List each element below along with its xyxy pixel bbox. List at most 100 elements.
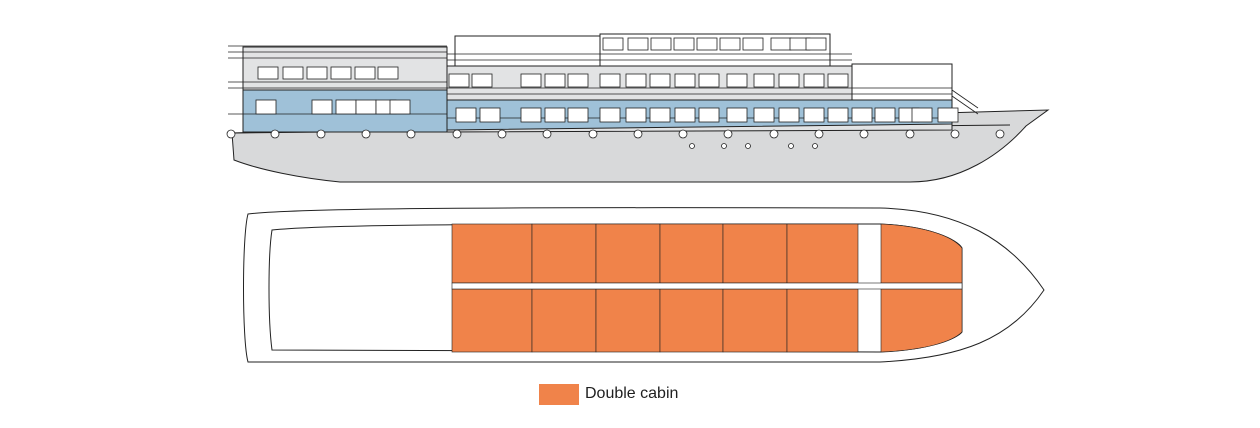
- side-window: [330, 66, 352, 80]
- porthole: [678, 129, 688, 139]
- legend-label-double-cabin: Double cabin: [585, 385, 679, 402]
- porthole: [689, 143, 695, 149]
- porthole: [721, 143, 727, 149]
- side-window: [377, 66, 399, 80]
- porthole: [814, 129, 824, 139]
- side-window: [778, 73, 800, 88]
- side-window: [726, 73, 748, 88]
- double-cabin: [451, 288, 533, 353]
- side-window: [650, 37, 672, 51]
- side-window: [471, 73, 493, 88]
- side-window: [255, 99, 277, 115]
- porthole: [542, 129, 552, 139]
- porthole: [905, 129, 915, 139]
- bridge: [851, 63, 953, 101]
- side-window: [625, 73, 647, 88]
- double-cabin: [595, 288, 661, 353]
- side-window: [599, 107, 621, 123]
- double-cabin: [531, 223, 597, 284]
- side-window: [803, 73, 825, 88]
- porthole: [745, 143, 751, 149]
- double-cabin: [722, 288, 788, 353]
- side-window: [455, 107, 477, 123]
- double-cabin: [880, 223, 963, 284]
- porthole: [950, 129, 960, 139]
- side-window: [726, 107, 748, 123]
- side-window: [698, 107, 720, 123]
- side-window: [719, 37, 741, 51]
- side-window: [673, 37, 695, 51]
- side-window: [282, 66, 304, 80]
- porthole: [361, 129, 371, 139]
- side-window: [742, 37, 764, 51]
- side-window: [674, 73, 696, 88]
- porthole: [812, 143, 818, 149]
- side-windows: [255, 37, 959, 123]
- double-cabin: [722, 223, 788, 284]
- side-window: [311, 99, 333, 115]
- side-window: [520, 73, 542, 88]
- side-window: [770, 37, 792, 51]
- double-cabin: [786, 288, 859, 353]
- side-window: [448, 73, 470, 88]
- side-window: [389, 99, 411, 115]
- porthole: [633, 129, 643, 139]
- porthole: [270, 129, 280, 139]
- porthole: [226, 129, 236, 139]
- double-cabin: [531, 288, 597, 353]
- side-window: [753, 73, 775, 88]
- side-window: [567, 73, 589, 88]
- legend-swatch-double-cabin: [539, 383, 579, 405]
- legend: Double cabin: [539, 383, 678, 405]
- corridor: [451, 282, 963, 290]
- side-window: [544, 107, 566, 123]
- double-cabin: [880, 288, 963, 353]
- porthole: [723, 129, 733, 139]
- side-window: [355, 99, 377, 115]
- side-window: [335, 99, 357, 115]
- double-cabins: [451, 223, 963, 353]
- side-window: [911, 107, 933, 123]
- porthole: [406, 129, 416, 139]
- side-window: [627, 37, 649, 51]
- side-window: [354, 66, 376, 80]
- side-window: [805, 37, 827, 51]
- side-window: [544, 73, 566, 88]
- double-cabin: [659, 223, 724, 284]
- porthole: [497, 129, 507, 139]
- double-cabin: [659, 288, 724, 353]
- porthole: [995, 129, 1005, 139]
- deck-plan: [243, 207, 1045, 363]
- side-window: [937, 107, 959, 123]
- porthole: [788, 143, 794, 149]
- side-window: [696, 37, 718, 51]
- side-window: [257, 66, 279, 80]
- side-window: [649, 73, 671, 88]
- side-window: [520, 107, 542, 123]
- porthole: [588, 129, 598, 139]
- side-window: [567, 107, 589, 123]
- side-window: [625, 107, 647, 123]
- double-cabin: [786, 223, 859, 284]
- portholes: [226, 129, 1005, 149]
- side-window: [649, 107, 671, 123]
- porthole: [769, 129, 779, 139]
- side-window: [599, 73, 621, 88]
- side-window: [778, 107, 800, 123]
- porthole: [452, 129, 462, 139]
- side-window: [306, 66, 328, 80]
- side-window: [827, 107, 849, 123]
- porthole: [859, 129, 869, 139]
- side-window: [874, 107, 896, 123]
- ship-side-elevation: [226, 33, 1050, 183]
- side-window: [803, 107, 825, 123]
- side-window: [827, 73, 849, 88]
- side-window: [753, 107, 775, 123]
- upper-deck: [454, 35, 601, 67]
- double-cabin: [451, 223, 533, 284]
- porthole: [316, 129, 326, 139]
- side-window: [674, 107, 696, 123]
- side-window: [851, 107, 873, 123]
- side-window: [602, 37, 624, 51]
